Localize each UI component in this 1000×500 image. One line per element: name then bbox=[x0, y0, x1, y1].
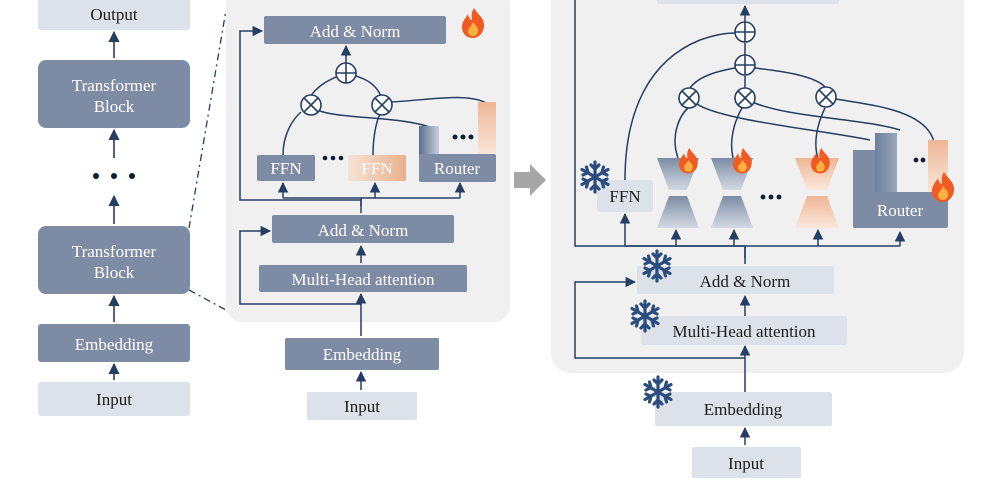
mid-ffn-2-label: FFN bbox=[361, 159, 392, 178]
left-embedding-box bbox=[38, 324, 190, 362]
right-ffn-label: FFN bbox=[609, 187, 640, 206]
zoom-line-bottom bbox=[188, 289, 227, 311]
mid-input-label: Input bbox=[344, 397, 380, 416]
mid-router-bar-2 bbox=[478, 102, 496, 156]
mid-mha-label: Multi-Head attention bbox=[291, 270, 435, 289]
middle-panel: Add & Norm FFN FFN Router Add & Norm Mul… bbox=[226, 0, 510, 390]
right-top-clipped-box bbox=[657, 0, 839, 4]
left-transformer-block-bottom bbox=[38, 226, 190, 294]
right-router-bar-2 bbox=[875, 133, 897, 194]
mid-router-box bbox=[419, 154, 496, 182]
right-add-norm-label: Add & Norm bbox=[700, 272, 791, 291]
mid-router-ellipsis bbox=[452, 134, 474, 140]
right-adapter-ellipsis bbox=[760, 194, 782, 200]
right-router-label: Router bbox=[877, 201, 924, 220]
mid-router-label: Router bbox=[434, 159, 481, 178]
left-transformer-block-top bbox=[38, 60, 190, 128]
right-mha-box bbox=[641, 316, 847, 345]
adapter-3-up bbox=[795, 196, 839, 228]
right-input-box bbox=[692, 447, 801, 478]
mid-router-bar-1 bbox=[419, 126, 439, 156]
left-stack: Output Transformer Block Transformer Blo… bbox=[38, 0, 190, 416]
left-block-top-line1: Transformer bbox=[72, 76, 157, 95]
right-mha-label: Multi-Head attention bbox=[672, 322, 816, 341]
mid-ffn-1-label: FFN bbox=[270, 159, 301, 178]
zoom-line-top bbox=[188, 9, 227, 229]
right-router-box bbox=[853, 192, 948, 228]
right-input-label: Input bbox=[728, 454, 764, 473]
left-embedding-label: Embedding bbox=[75, 335, 154, 354]
mid-add-norm-box bbox=[272, 215, 454, 243]
left-ellipsis bbox=[93, 173, 135, 179]
right-panel: FFN Router Add & Norm Mul bbox=[551, 0, 964, 445]
adapter-1-up bbox=[657, 196, 699, 228]
transition-arrow bbox=[514, 164, 546, 196]
mid-embedding-box bbox=[285, 338, 439, 370]
left-input-label: Input bbox=[96, 390, 132, 409]
mid-add-norm-label: Add & Norm bbox=[318, 221, 409, 240]
right-add-norm-box bbox=[637, 266, 834, 294]
left-block-top-line2: Block bbox=[94, 97, 135, 116]
left-block-bottom-line2: Block bbox=[94, 263, 135, 282]
right-ffn-box bbox=[597, 180, 653, 212]
right-router-ellipsis bbox=[913, 157, 926, 163]
left-input-box bbox=[38, 382, 190, 416]
left-block-bottom-line1: Transformer bbox=[72, 242, 157, 261]
right-embedding-box bbox=[655, 392, 832, 426]
right-embedding-label: Embedding bbox=[704, 400, 783, 419]
mid-add-norm-top-box bbox=[264, 16, 446, 44]
mid-expert-ellipsis bbox=[322, 155, 344, 161]
adapter-2-up bbox=[711, 196, 753, 228]
right-router-bar-1 bbox=[853, 150, 875, 194]
mid-add-norm-top-label: Add & Norm bbox=[310, 22, 401, 41]
mid-embedding-label: Embedding bbox=[323, 345, 402, 364]
mid-input-box bbox=[307, 392, 417, 420]
left-output-box bbox=[38, 0, 190, 30]
mid-mha-box bbox=[259, 265, 467, 292]
left-output-label: Output bbox=[90, 5, 138, 24]
mid-ffn-1-box bbox=[257, 155, 315, 181]
mid-ffn-2-box bbox=[348, 155, 406, 181]
